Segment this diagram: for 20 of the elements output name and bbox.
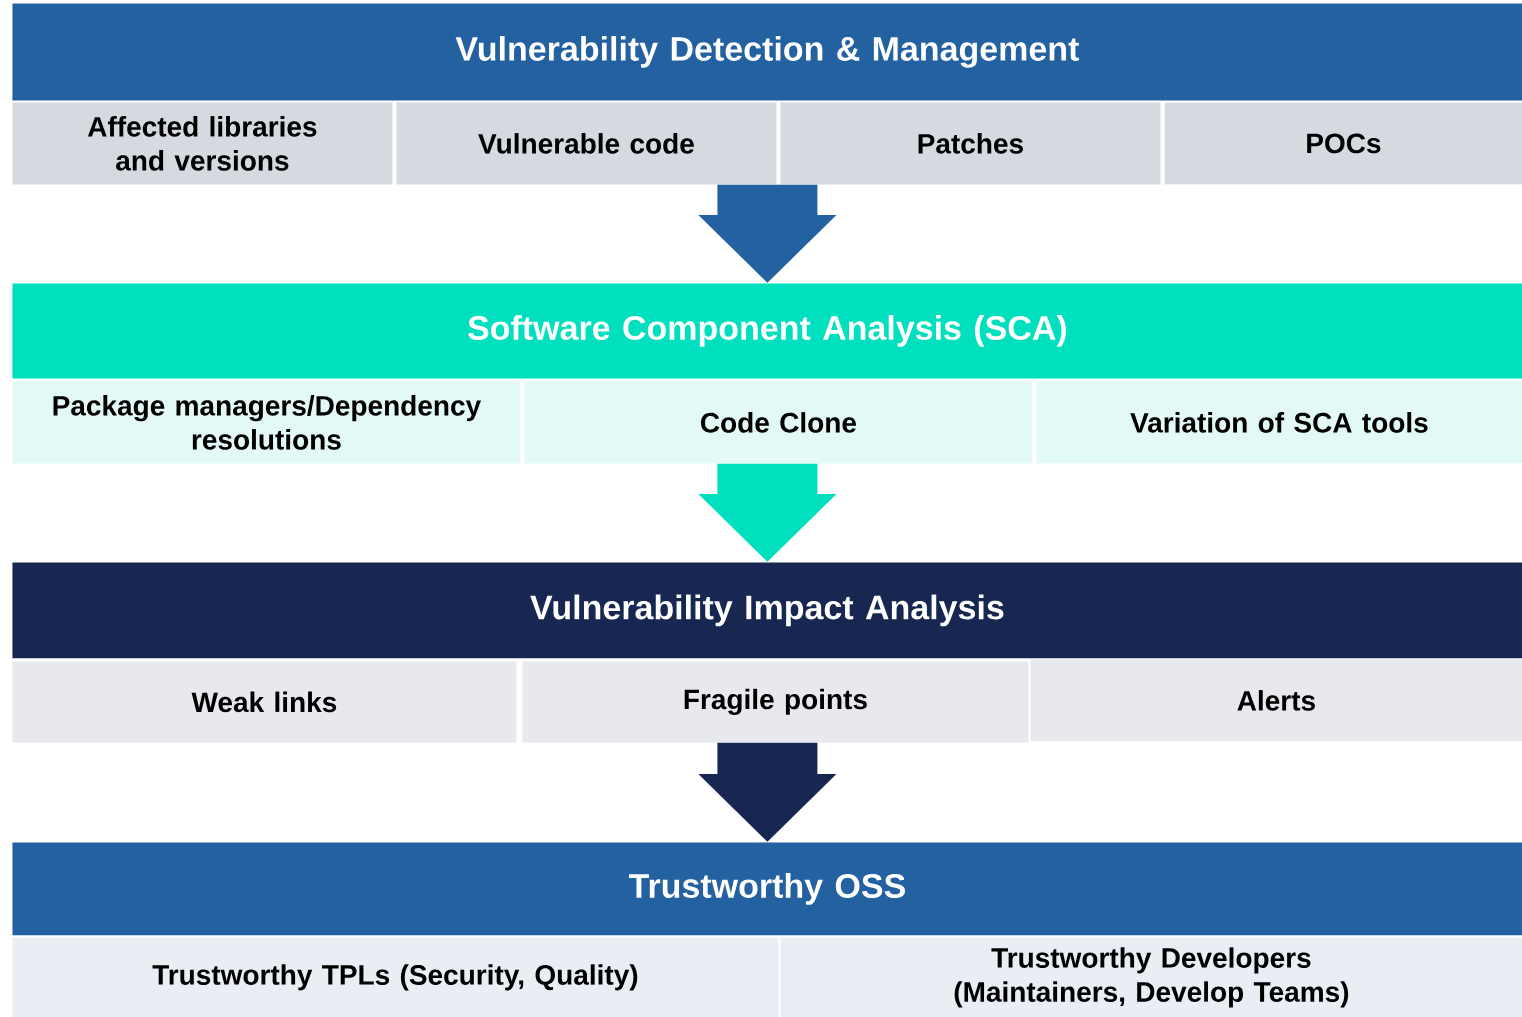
node-label: Alerts xyxy=(1237,690,1315,711)
node-label: Trustworthy Developers (Maintainers, Develop Teams) xyxy=(954,947,1349,1008)
node-label: Trustworthy TPLs (Security, Quality) xyxy=(152,964,638,991)
cell: Package managers/Dependency resolutions xyxy=(12,381,521,464)
cell: Code Clone xyxy=(524,381,1033,464)
cell: Trustworthy Developers (Maintainers, Develop Teams) xyxy=(780,937,1522,1017)
node-label: Fragile points xyxy=(684,688,867,715)
cell: POCs xyxy=(1164,102,1522,185)
header-band: Vulnerability Detection & Management xyxy=(12,3,1522,101)
cell: Affected libraries and versions xyxy=(12,102,393,185)
header-band: Trustworthy OSS xyxy=(12,842,1522,936)
header-band: Vulnerability Impact Analysis xyxy=(12,562,1522,659)
cell: Fragile points xyxy=(522,661,1029,743)
cell: Vulnerable code xyxy=(396,102,777,185)
cell: Variation of SCA tools xyxy=(1036,381,1522,464)
header-band: Software Component Analysis (SCA) xyxy=(12,283,1522,379)
cell: Alerts xyxy=(1030,659,1522,742)
cell: Patches xyxy=(780,102,1161,185)
cell: Trustworthy TPLs (Security, Quality) xyxy=(12,937,779,1017)
cell: Weak links xyxy=(12,661,517,743)
